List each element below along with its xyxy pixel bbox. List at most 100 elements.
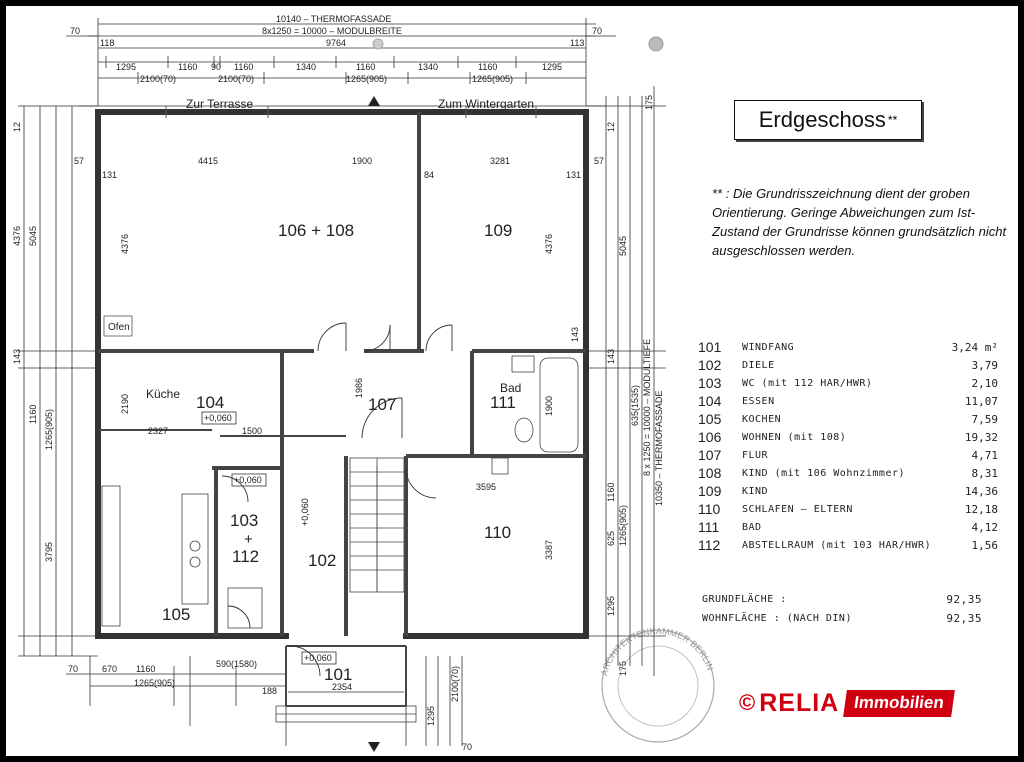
room-name: DIELE xyxy=(742,359,775,371)
svg-text:ARCHITEKTENKAMMER BERLIN: ARCHITEKTENKAMMER BERLIN xyxy=(599,626,715,677)
dim-bottom-1160: 1160 xyxy=(136,664,155,674)
area-totals: GRUNDFLÄCHE : 92,35 WOHNFLÄCHE : (NACH DI… xyxy=(702,590,982,628)
dim-cell: 1340 xyxy=(296,62,316,72)
entrance-steps xyxy=(275,705,417,723)
room-area: 4,12 xyxy=(971,520,999,534)
room-row: 105 KOCHEN 7,59 xyxy=(698,410,998,428)
room-101-label: 101 xyxy=(324,665,352,684)
staircase xyxy=(349,457,405,593)
dim-cell: 1265(905) xyxy=(472,74,513,84)
total-value: 92,35 xyxy=(946,593,982,606)
room-name: ESSEN xyxy=(742,395,775,407)
dim-cell: 90 xyxy=(211,62,221,72)
disclaimer-note: ** : Die Grundrisszeichnung dient der gr… xyxy=(712,186,1007,258)
dim-bottom-2354: 2354 xyxy=(332,682,352,692)
dim-left-1160: 1160 xyxy=(28,405,38,424)
room-name: KIND (mit 106 Wohnzimmer) xyxy=(742,467,906,479)
stamp-text: ARCHITEKTENKAMMER BERLIN xyxy=(599,626,715,677)
room-name: WINDFANG xyxy=(742,341,795,353)
dim-cell: 1295 xyxy=(116,62,136,72)
section-markers xyxy=(368,96,380,752)
dim-inner: 1900 xyxy=(352,156,372,166)
dim-right-143: 143 xyxy=(606,349,616,364)
kitchen-counter xyxy=(101,485,263,629)
room-area: 19,32 xyxy=(964,430,998,444)
room-106-108-label: 106 + 108 xyxy=(278,221,354,240)
dim-bottom-1295: 1295 xyxy=(426,706,436,726)
dim-inner: 131 xyxy=(102,170,117,180)
dim-right-5045: 5045 xyxy=(618,236,628,256)
dim-inner: 4376 xyxy=(120,234,130,254)
room-name: KOCHEN xyxy=(742,413,782,425)
right-dimension-lines xyxy=(586,86,666,676)
window-marks xyxy=(165,106,537,118)
dim-inner: 3387 xyxy=(544,540,554,560)
label-zur-terrasse: Zur Terrasse xyxy=(186,97,253,111)
floor-plan-drawing: 10140 – THERMOFASSADE 8x1250 = 10000 – M… xyxy=(12,14,715,752)
dim-right-thermofassade: 10350 – THERMOFASSADE xyxy=(654,391,664,506)
room-number: 104 xyxy=(698,393,722,409)
dim-bottom-1265: 1265(905) xyxy=(134,678,175,688)
dim-right-635: 635(1535) xyxy=(630,385,640,426)
dim-left-1265: 1265(905) xyxy=(44,409,54,450)
dim-row-4: 1295 1160 90 1160 1340 1160 1340 1160 12… xyxy=(116,62,562,72)
floor-title: Erdgeschoss xyxy=(758,107,886,132)
dim-113: 113 xyxy=(570,38,584,48)
room-number: 103 xyxy=(698,375,722,391)
dim-cell: 1160 xyxy=(178,62,197,72)
dim-inner: 57 xyxy=(594,156,604,166)
room-name: SCHLAFEN – ELTERN xyxy=(742,503,853,515)
dim-inner: 4376 xyxy=(544,234,554,254)
room-row: 104 ESSEN 11,07 xyxy=(698,392,998,410)
room-104-label: 104 xyxy=(196,393,224,412)
pin-dot-small xyxy=(372,38,384,50)
dim-inner: 131 xyxy=(566,170,581,180)
dim-cell: 1160 xyxy=(478,62,497,72)
copyright-symbol: © xyxy=(739,690,756,715)
room-number: 107 xyxy=(698,447,722,463)
dim-bottom-670: 670 xyxy=(102,664,117,674)
dim-cell: 1340 xyxy=(418,62,438,72)
room-102-label: 102 xyxy=(308,551,336,570)
room-area: 11,07 xyxy=(964,394,998,408)
room-area: 2,10 xyxy=(971,376,999,390)
dim-left-5045: 5045 xyxy=(28,226,38,246)
room-area: 1,56 xyxy=(971,538,999,552)
dim-right-625: 625 xyxy=(606,531,616,546)
floor-title-box: Erdgeschoss** xyxy=(734,100,922,140)
dim-inner: 1986 xyxy=(354,378,364,398)
dim-left-4376: 4376 xyxy=(12,226,22,246)
room-number: 101 xyxy=(698,339,722,355)
level-101: +0,060 xyxy=(304,653,332,663)
total-label: GRUNDFLÄCHE : xyxy=(702,594,787,605)
dim-inner: 4415 xyxy=(198,156,218,166)
room-name: BAD xyxy=(742,521,762,533)
dim-inner: 3281 xyxy=(490,156,510,166)
architect-stamp: ARCHITEKTENKAMMER BERLIN xyxy=(599,626,715,743)
dim-inner: 57 xyxy=(74,156,84,166)
room-107-label: 107 xyxy=(368,395,396,414)
room-109-label: 109 xyxy=(484,221,512,240)
room-number: 105 xyxy=(698,411,722,427)
dim-cell: 1295 xyxy=(542,62,562,72)
relia-logo: © RELIA Immobilien xyxy=(739,688,955,718)
dim-right-70: 70 xyxy=(592,26,602,36)
total-label: WOHNFLÄCHE : (NACH DIN) xyxy=(702,613,852,624)
total-row: WOHNFLÄCHE : (NACH DIN)92,35 xyxy=(702,609,982,628)
dim-inner: 2327 xyxy=(148,426,168,436)
room-111-label: 111 xyxy=(490,393,516,412)
door-swings xyxy=(221,322,453,677)
bath-fixtures xyxy=(491,355,579,475)
dim-cell: 2100(70) xyxy=(140,74,176,84)
room-area: 7,59 xyxy=(971,412,999,426)
dim-bottom-188: 188 xyxy=(262,686,277,696)
dim-118: 118 xyxy=(100,38,114,48)
room-area: 4,71 xyxy=(971,448,999,462)
level-104: +0,060 xyxy=(204,413,232,423)
dim-left-3795: 3795 xyxy=(44,542,54,562)
